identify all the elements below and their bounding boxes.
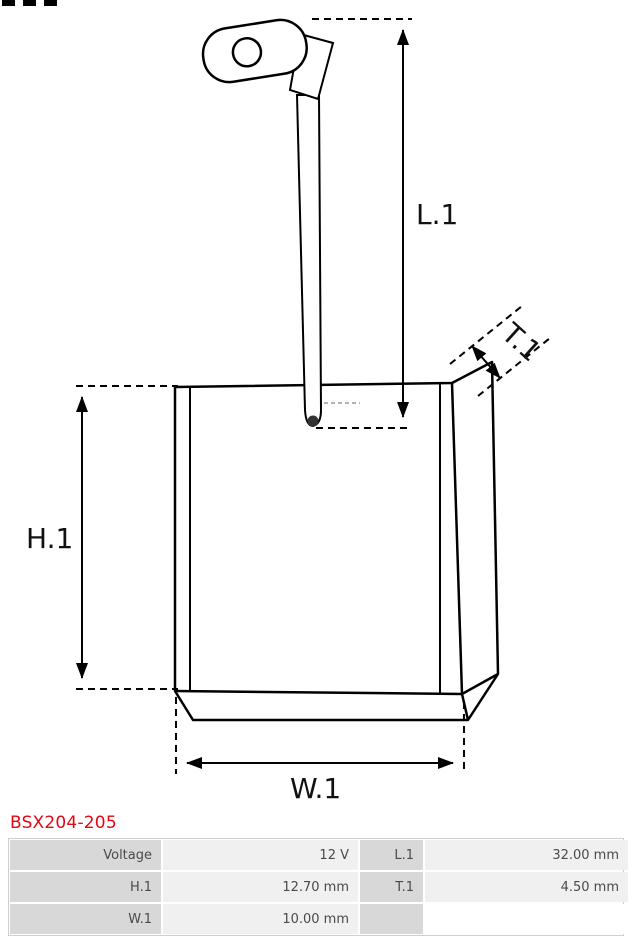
terminal	[201, 18, 335, 101]
spec-value-cell: 12.70 mm	[163, 872, 358, 902]
spec-label-cell: T.1	[360, 872, 423, 902]
brush-body	[173, 360, 500, 722]
lead-wire	[295, 94, 323, 428]
spec-label-cell	[360, 904, 423, 934]
dimension-w1	[175, 697, 465, 774]
spec-label-cell: H.1	[10, 872, 161, 902]
spec-label-cell: W.1	[10, 904, 161, 934]
dimension-h1-label: H.1	[26, 522, 73, 555]
spec-value-cell-empty	[425, 904, 628, 934]
spec-value-cell: 10.00 mm	[163, 904, 358, 934]
spec-table: Voltage 12 V L.1 32.00 mm H.1 12.70 mm T…	[8, 838, 628, 936]
spec-value-cell: 12 V	[163, 840, 358, 870]
brush-diagram: L.1 H.1 W.1 T.1	[2, 0, 551, 805]
brush-body-silhouette	[173, 360, 500, 722]
part-number: BSX204-205	[10, 813, 117, 833]
terminal-hole	[231, 37, 263, 68]
spec-label-cell: L.1	[360, 840, 423, 870]
spec-value-cell: 4.50 mm	[425, 872, 628, 902]
dimension-w1-label: W.1	[290, 772, 341, 805]
dimension-t1-extension-back	[477, 337, 551, 397]
dimension-l1	[312, 18, 412, 429]
lead-wire-body	[295, 94, 323, 428]
spec-label-cell: Voltage	[10, 840, 161, 870]
dimension-t1	[449, 305, 551, 397]
dimension-t1-arrow	[471, 345, 501, 379]
dimension-l1-label: L.1	[416, 198, 458, 231]
dimension-t1-extension-front	[449, 305, 523, 365]
spec-value-cell: 32.00 mm	[425, 840, 628, 870]
lead-wire-tip	[307, 415, 319, 427]
dimension-h1	[76, 385, 178, 690]
brush-body-side-bottom-edge	[461, 672, 499, 696]
dimension-t1-label: T.1	[495, 316, 548, 368]
